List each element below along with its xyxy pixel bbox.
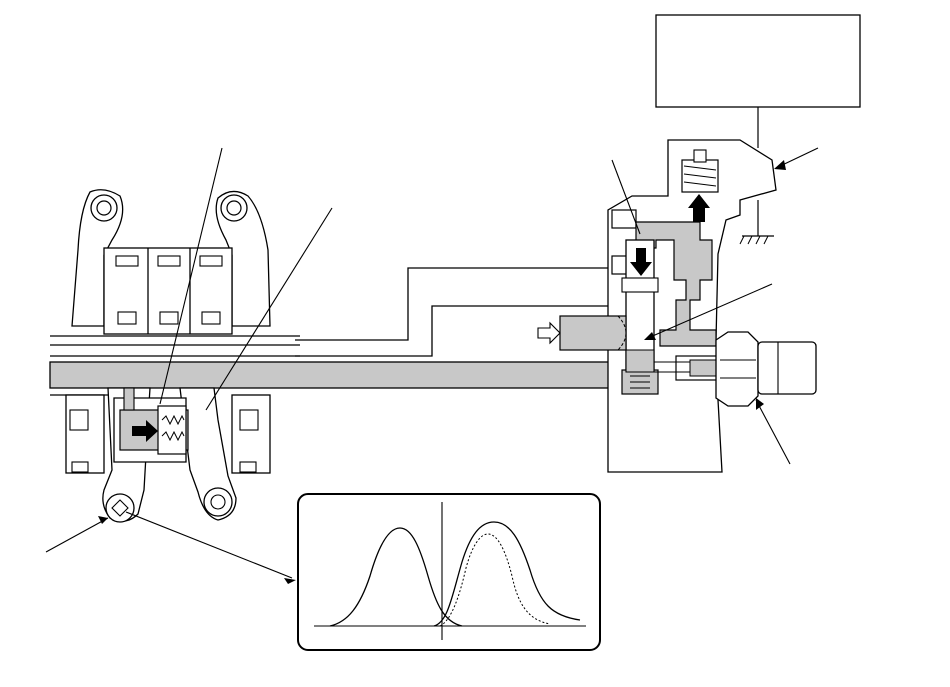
- oil-in-hollow-arrow: [537, 321, 561, 345]
- middle-right-pointer: [647, 283, 773, 339]
- lower-right-pointer: [755, 399, 791, 465]
- lower-left-arrowhead: [98, 516, 108, 524]
- ground-arrowhead: [774, 160, 786, 170]
- oil-inlet-pipe: [559, 315, 627, 351]
- ground-symbol: [739, 200, 774, 245]
- callout-leaders: [45, 147, 819, 579]
- middle-right-arrowhead: [644, 332, 656, 340]
- flow-down-arrow: [630, 248, 652, 276]
- oil-control-valve: [537, 139, 777, 473]
- piston-push-arrow: [132, 420, 158, 442]
- flow-up-arrow: [688, 194, 710, 222]
- solid-curve-left: [329, 527, 463, 627]
- solenoid-spring: [683, 165, 717, 187]
- middle-oil-passage: [295, 305, 612, 357]
- lower-left-pointer: [45, 517, 109, 553]
- upper-left-pointer: [159, 147, 223, 405]
- control-unit-box: [655, 14, 861, 108]
- upper-right-pointer: [611, 159, 641, 235]
- mid-left-pointer: [205, 207, 333, 411]
- inset-arrowhead: [284, 578, 296, 584]
- pressure-switch: [715, 331, 817, 407]
- lower-right-arrowhead: [756, 398, 764, 410]
- spool-oil-channel: [635, 221, 717, 347]
- solid-curve-right: [433, 521, 581, 627]
- rocker-shaft: [49, 335, 611, 396]
- upper-rocker-arms: [71, 189, 271, 335]
- inset-pointer: [125, 511, 293, 579]
- piston-spring: [161, 414, 185, 426]
- lower-rocker-arms: [65, 387, 271, 523]
- upper-oil-passage: [295, 267, 612, 341]
- inset-graph: [297, 493, 601, 651]
